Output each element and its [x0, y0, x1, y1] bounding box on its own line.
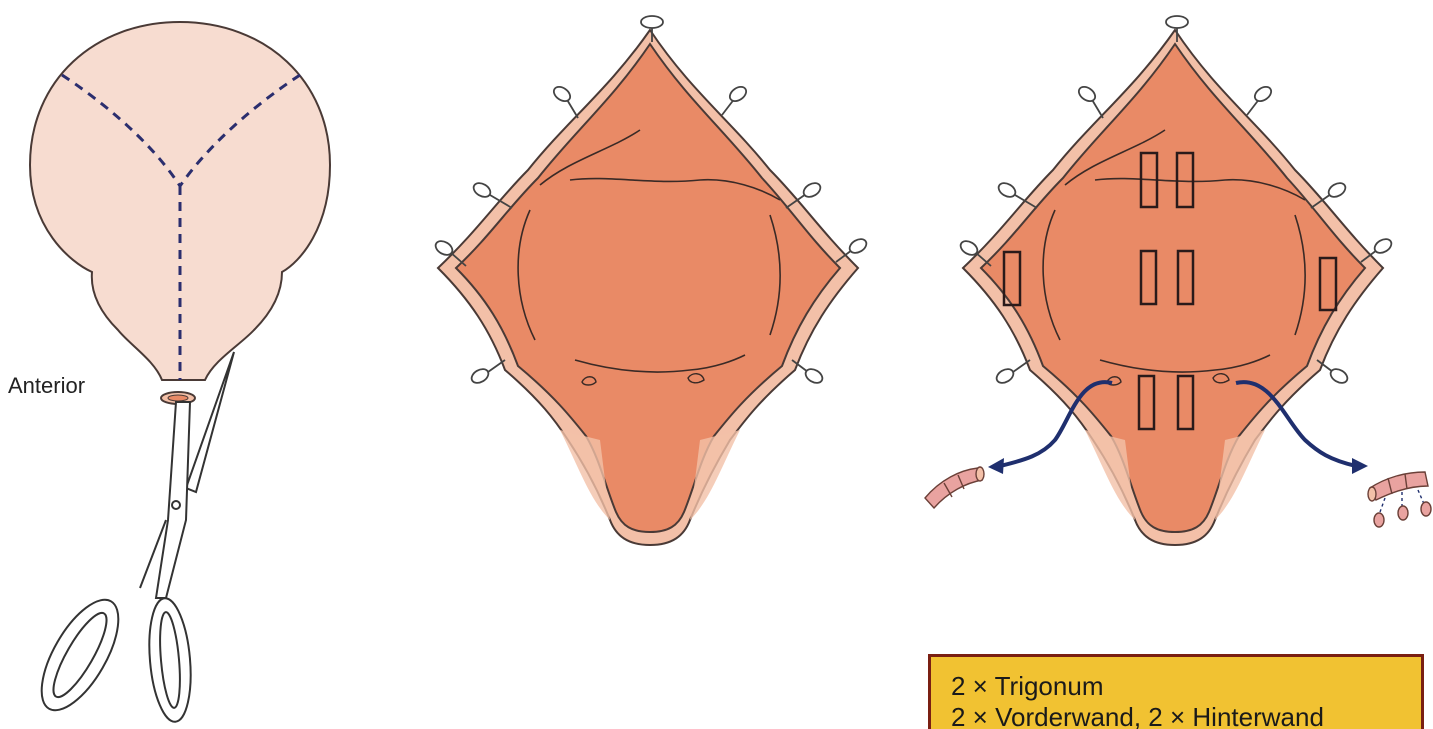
bladder-outline — [30, 22, 330, 380]
sampling-note-box: 2 × Trigonum 2 × Vorderwand, 2 × Hinterw… — [928, 654, 1424, 729]
panel-intact-bladder — [30, 22, 330, 404]
arrowhead-right — [1352, 458, 1368, 474]
bladder-mucosa — [456, 44, 840, 532]
note-line-walls: 2 × Vorderwand, 2 × Hinterwand — [951, 702, 1421, 729]
scissors-icon — [26, 352, 234, 724]
anterior-label: Anterior — [8, 373, 85, 399]
panel-opened-bladder — [438, 30, 858, 545]
ureter-segment-icon — [1368, 472, 1431, 527]
note-line-trigonum: 2 × Trigonum — [951, 671, 1421, 702]
ureter-segment-icon — [925, 467, 984, 508]
bladder-mucosa — [981, 44, 1365, 532]
arrowhead-left — [988, 458, 1004, 474]
